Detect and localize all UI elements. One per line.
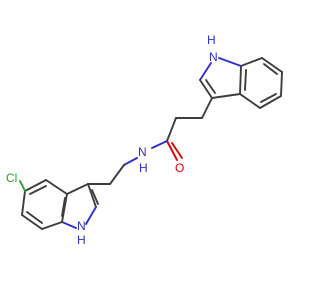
bond (85, 206, 97, 225)
bonds (19, 57, 283, 230)
bond (151, 140, 168, 149)
atom-label-oxygen: O (175, 161, 184, 175)
bond (61, 221, 77, 229)
bond (199, 62, 212, 81)
bond (205, 79, 216, 94)
bond (280, 71, 283, 97)
bond (166, 117, 177, 142)
bond (21, 190, 26, 216)
bond (201, 97, 213, 119)
atom-label-bottom-nh-n: N (77, 219, 86, 233)
bond (41, 221, 63, 230)
bond (263, 63, 278, 75)
bond (239, 93, 261, 109)
bond (199, 79, 213, 99)
atom-label-top-nh-n: N (209, 50, 218, 64)
bond (260, 93, 277, 103)
bond (211, 93, 241, 99)
bond (239, 65, 242, 95)
bond (123, 157, 138, 166)
bond (244, 69, 247, 91)
bond (166, 140, 178, 161)
atom-labels: H N N H O Cl N H (6, 33, 218, 247)
bond (19, 180, 26, 192)
bond (259, 95, 282, 109)
atom-label-top-nh-h: H (207, 33, 216, 47)
atom-label-amide-n: N (138, 145, 147, 159)
bond (24, 179, 47, 192)
bond (66, 183, 89, 195)
bond (91, 189, 99, 205)
bond (61, 193, 68, 223)
bond (26, 211, 43, 224)
bond (261, 57, 283, 73)
bond (218, 57, 242, 67)
bond (29, 185, 47, 195)
atom-label-chlorine: Cl (6, 171, 17, 185)
bond (21, 214, 43, 230)
bond (61, 197, 66, 217)
bond (45, 179, 68, 195)
bond (109, 164, 125, 185)
atom-label-amide-h: H (139, 161, 148, 175)
bond (87, 183, 97, 208)
bond (240, 57, 263, 67)
atom-label-bottom-nh-h: H (77, 233, 86, 247)
molecule-structure: H N N H O Cl N H H N N H O Cl N H (6, 33, 283, 247)
bond (171, 142, 183, 159)
